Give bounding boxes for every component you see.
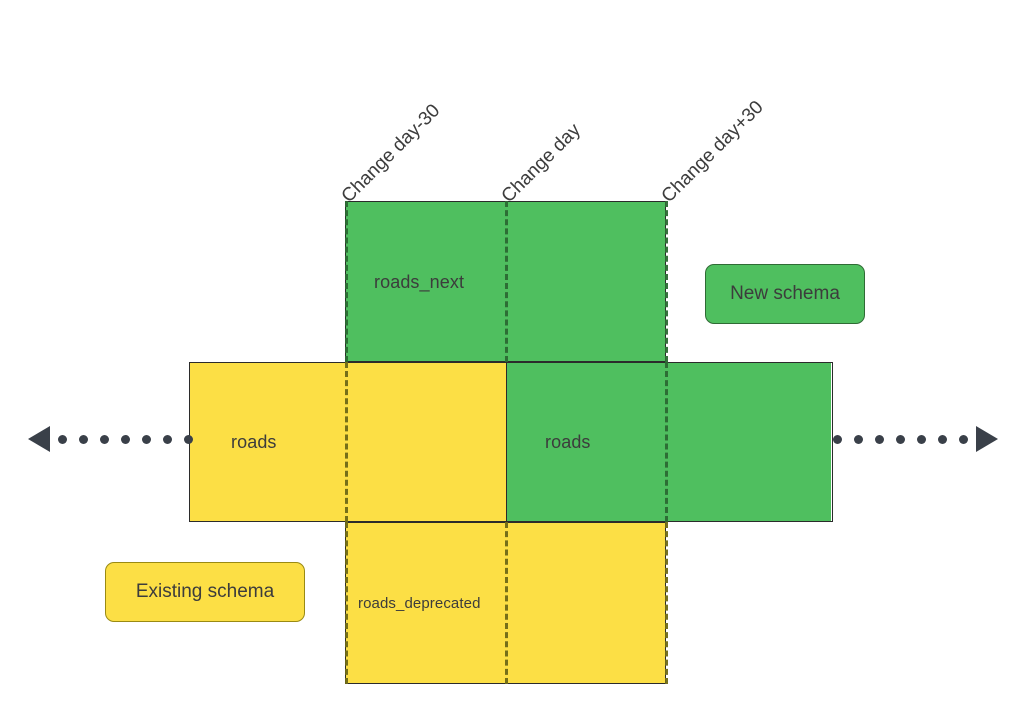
guide-line-change-day-minus-30-mid (345, 362, 348, 522)
timeline-label-change-day: Change day (497, 119, 585, 207)
timeline-dot (833, 434, 842, 444)
guide-line-change-day-minus-30-top (345, 201, 348, 362)
timeline-dot (163, 434, 172, 444)
arrow-head-right-icon (976, 426, 998, 452)
timeline-dot (875, 434, 884, 444)
timeline-dots-right (833, 434, 968, 444)
timeline-dot (938, 434, 947, 444)
legend-new-schema: New schema (705, 264, 865, 324)
timeline-label-change-day-plus-30: Change day+30 (657, 96, 768, 207)
legend-existing-schema-label: Existing schema (135, 581, 275, 602)
timeline-dot (184, 434, 193, 444)
timeline-dot (58, 434, 67, 444)
timeline-dot (896, 434, 905, 444)
guide-line-change-day-plus-30-mid (665, 362, 668, 522)
timeline-dot (142, 434, 151, 444)
guide-line-change-day-minus-30-bottom (345, 522, 348, 684)
timeline-arrow-right (833, 426, 998, 452)
block-roads-new: roads (506, 363, 831, 521)
block-roads-new-label: roads (545, 432, 591, 452)
block-roads-existing-label: roads (231, 432, 277, 452)
block-roads-existing: roads (190, 363, 506, 521)
guide-line-change-day-bottom (505, 522, 508, 684)
legend-new-schema-label: New schema (730, 283, 840, 304)
timeline-dot (121, 434, 130, 444)
arrow-head-left-icon (28, 426, 50, 452)
timeline-dot (79, 434, 88, 444)
block-roads-next-label: roads_next (374, 271, 465, 292)
timeline-dot (854, 434, 863, 444)
guide-line-change-day-top (505, 201, 508, 362)
block-roads-row: roads roads (189, 362, 833, 522)
guide-line-change-day-plus-30-bottom (665, 522, 668, 684)
guide-line-change-day-plus-30-top (665, 201, 668, 362)
timeline-arrow-left (28, 426, 193, 452)
block-roads-deprecated-label: roads_deprecated (358, 594, 481, 612)
timeline-dot (959, 434, 968, 444)
timeline-label-change-day-minus-30: Change day-30 (337, 100, 445, 207)
legend-existing-schema: Existing schema (105, 562, 305, 622)
timeline-dot (100, 434, 109, 444)
timeline-dot (917, 434, 926, 444)
timeline-dots-left (58, 434, 193, 444)
